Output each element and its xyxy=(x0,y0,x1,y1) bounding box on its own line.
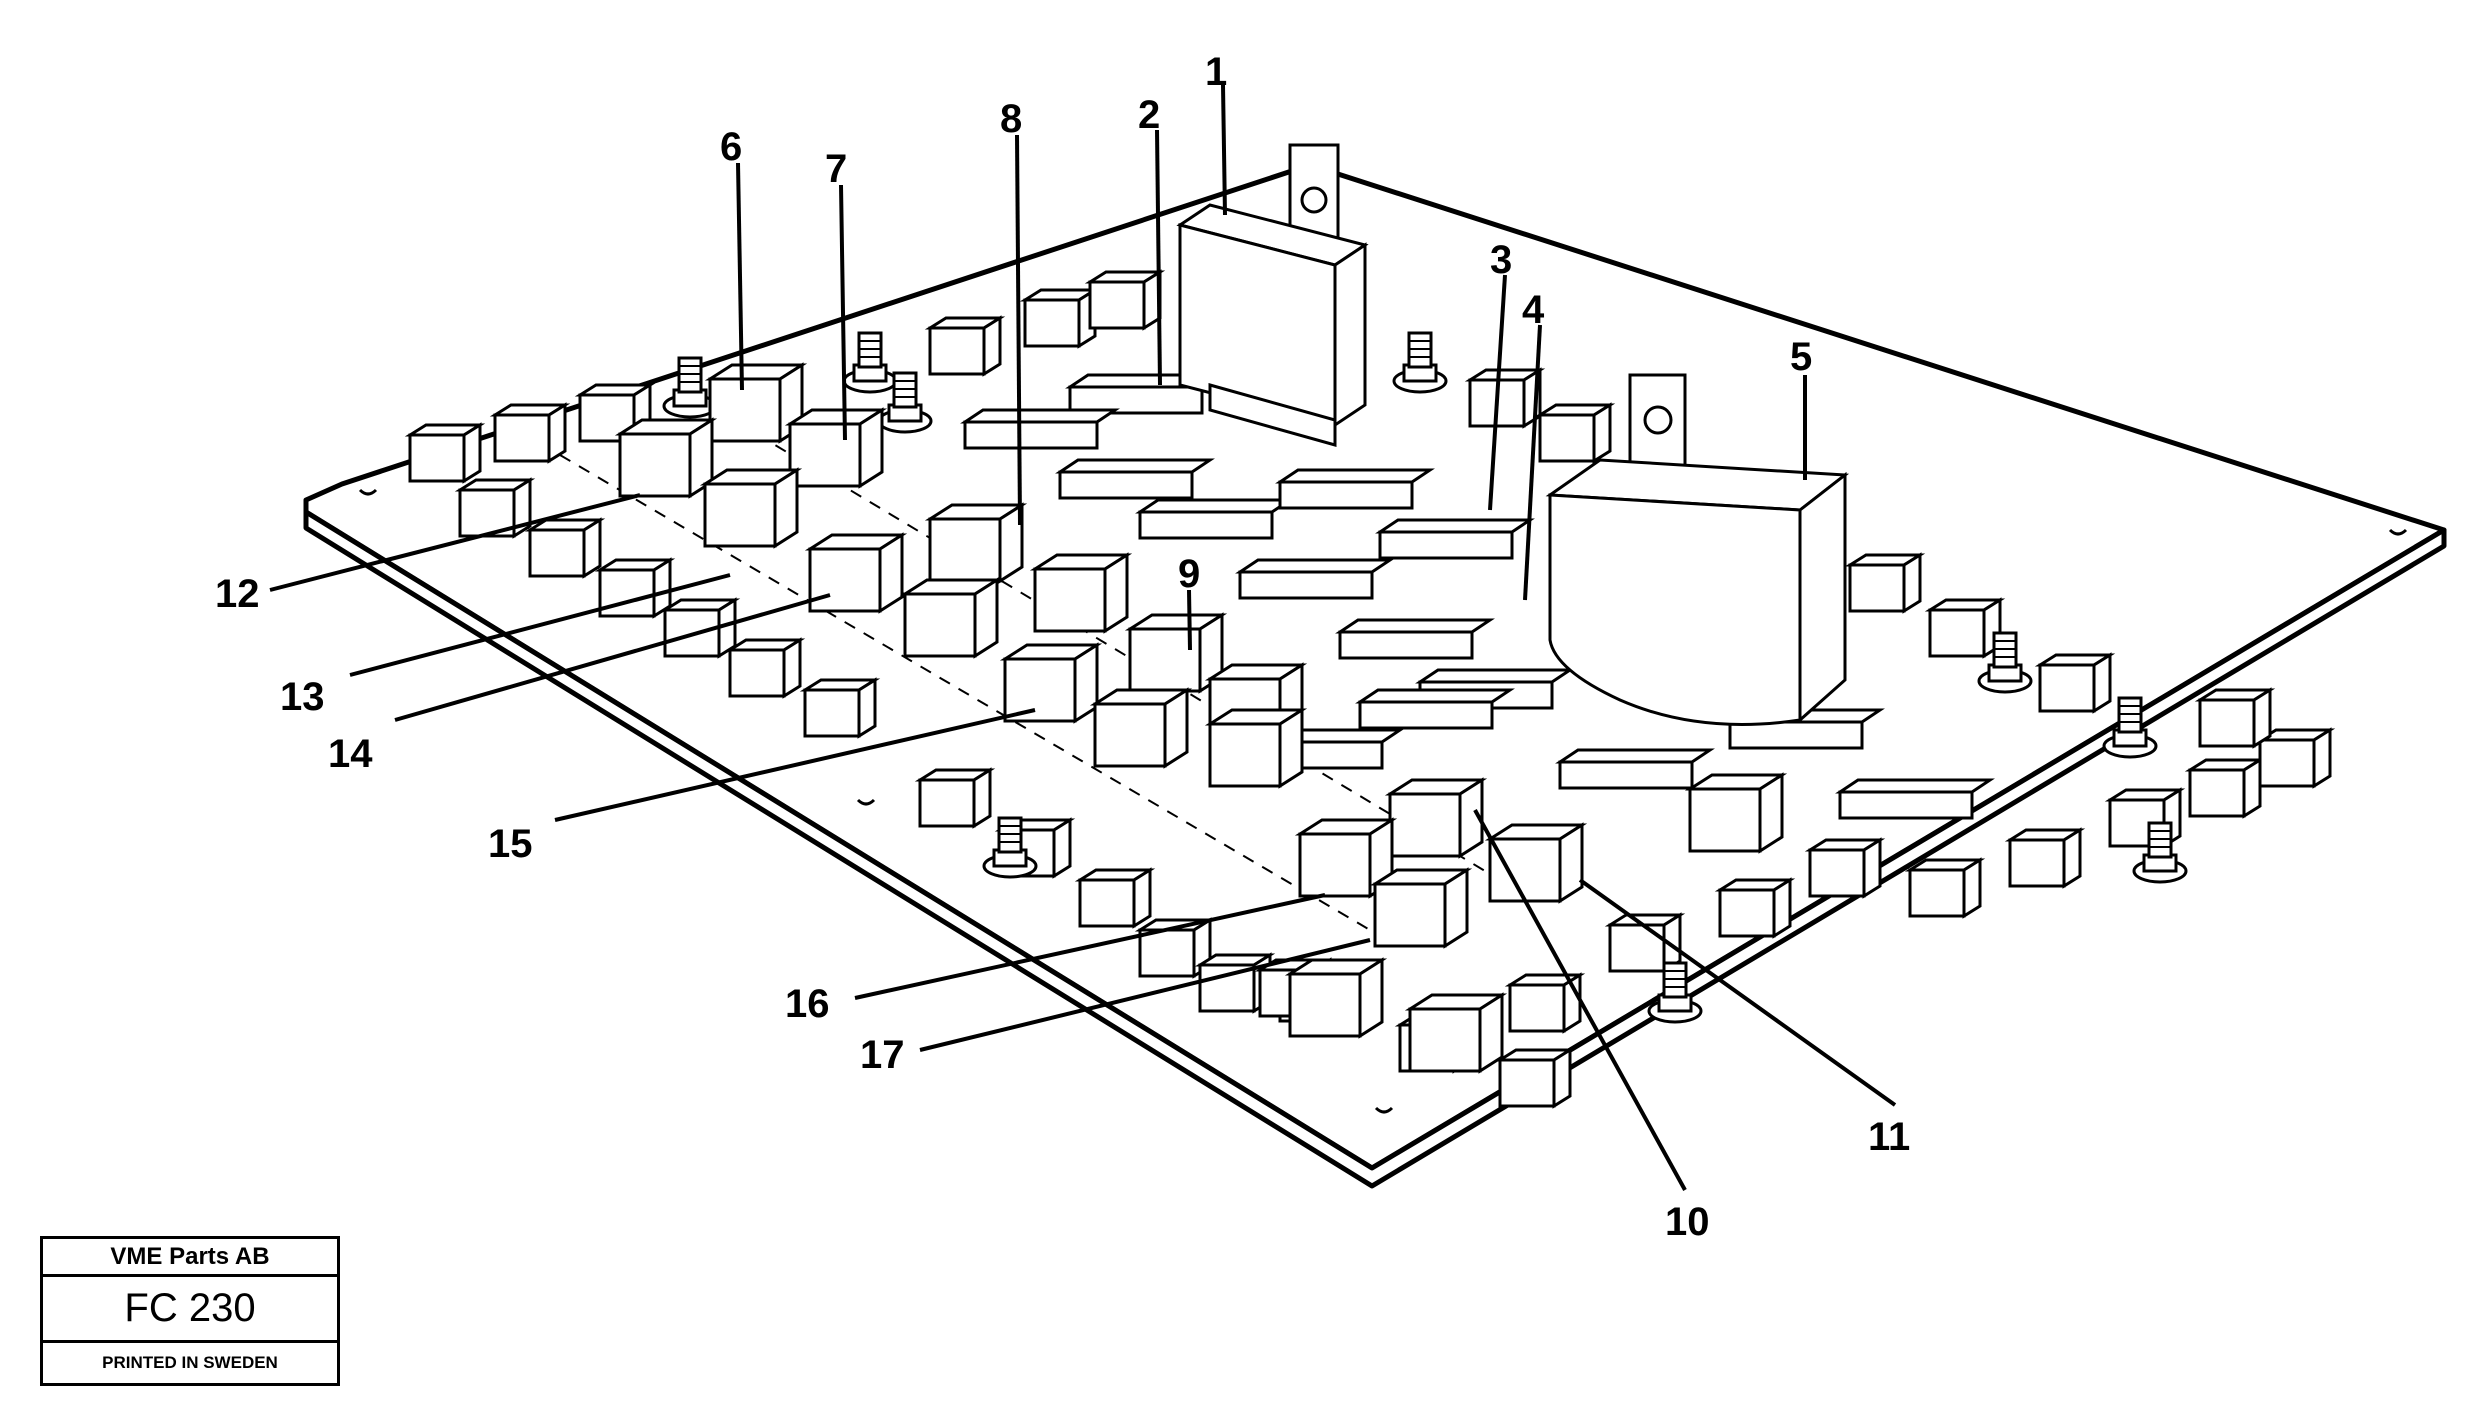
callout-labels: 1 2 3 4 5 6 7 8 9 10 11 12 13 14 15 16 1… xyxy=(215,50,1910,1244)
callout-6: 6 xyxy=(720,125,742,169)
callout-13: 13 xyxy=(280,675,325,719)
callout-10: 10 xyxy=(1665,1200,1710,1244)
callout-11: 11 xyxy=(1868,1115,1910,1159)
company-name: VME Parts AB xyxy=(43,1239,337,1277)
large-relay-5 xyxy=(1545,373,1850,726)
circuit-board xyxy=(303,162,2447,1189)
callout-12: 12 xyxy=(215,572,260,616)
callout-15: 15 xyxy=(488,822,533,866)
leader-lines xyxy=(269,84,1897,1191)
callout-1: 1 xyxy=(1205,50,1227,94)
callout-2: 2 xyxy=(1138,93,1160,137)
callout-16: 16 xyxy=(785,982,830,1026)
printed-note: PRINTED IN SWEDEN xyxy=(102,1353,278,1372)
callout-4: 4 xyxy=(1522,288,1545,332)
callout-8: 8 xyxy=(1000,97,1022,141)
callout-7: 7 xyxy=(825,147,847,191)
large-relay-1 xyxy=(1176,143,1369,447)
callout-14: 14 xyxy=(328,732,373,776)
callout-17: 17 xyxy=(860,1033,905,1077)
callout-9: 9 xyxy=(1178,552,1200,596)
figure-code: FC 230 xyxy=(43,1277,337,1343)
callout-5: 5 xyxy=(1790,335,1812,379)
title-block: VME Parts AB FC 230 PRINTED IN SWEDEN xyxy=(40,1236,340,1386)
callout-3: 3 xyxy=(1490,238,1512,282)
